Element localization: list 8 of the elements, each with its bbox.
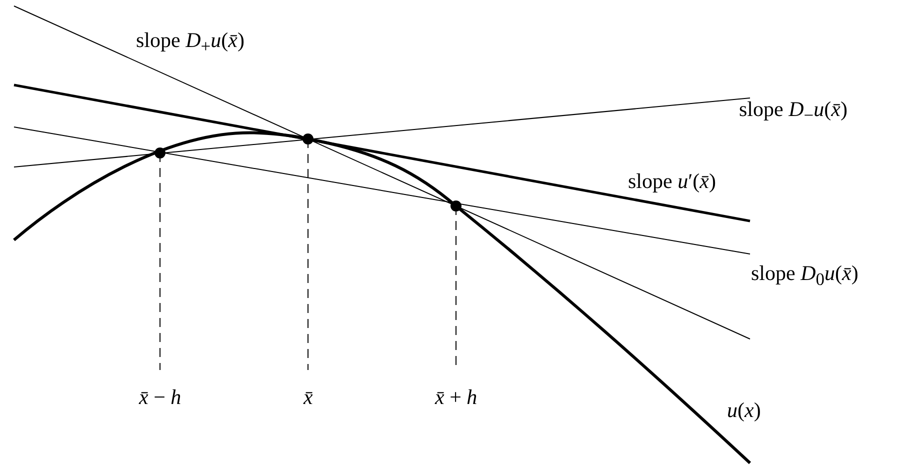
slope-label: slope D$_{0}$u(x̄) [751,263,858,289]
curve-label: u(x) [727,400,761,421]
slope-label: slope u′(x̄) [628,171,716,192]
axis-label: x̄ + h [435,387,478,408]
slope-label: slope D$_{+}$u(x̄) [136,30,244,56]
axis-label: x̄ [304,387,313,408]
slope-label: slope D$_{−}$u(x̄) [739,99,848,125]
axis-label: x̄ − h [139,387,182,408]
